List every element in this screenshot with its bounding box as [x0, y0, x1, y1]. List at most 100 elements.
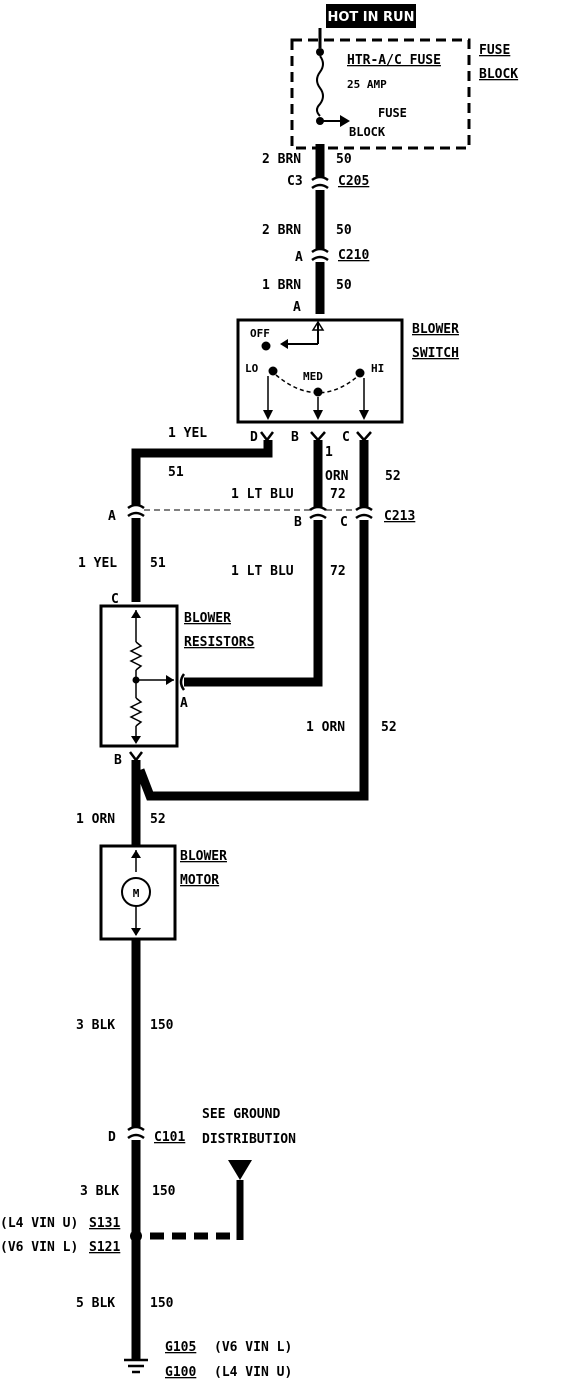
blower-switch-box — [236, 318, 404, 424]
c213-name: C213 — [384, 509, 415, 524]
wire-blk-mid-gauge: 3 BLK — [80, 1184, 119, 1199]
hot-in-run-label: HOT IN RUN — [327, 10, 414, 25]
blower-resistors-label-2: RESISTORS — [184, 635, 255, 650]
resistor-pin-c: C — [111, 592, 119, 607]
resistor-pin-a: A — [180, 696, 188, 711]
fuse-block-outline — [290, 38, 471, 150]
c101-name: C101 — [154, 1130, 185, 1145]
fuse-amp: 25 AMP — [347, 78, 387, 91]
wire-brn-low-gauge: 1 BRN — [262, 278, 301, 293]
switch-wiper-arc — [275, 374, 359, 394]
connector-c210-icon — [311, 247, 329, 262]
s121-name: S121 — [89, 1240, 120, 1255]
wire-yel-51-a — [131, 440, 273, 506]
connector-c101-icon — [127, 1125, 145, 1140]
switch-pin-b: B — [291, 430, 299, 445]
wire-orn-top-circuit: 52 — [385, 469, 401, 484]
wire-yel-top-circuit: 51 — [168, 465, 184, 480]
wire-brn-top-gauge: 2 BRN — [262, 152, 301, 167]
wire-yel-mid-gauge: 1 YEL — [78, 556, 117, 571]
g105-name: G105 — [165, 1340, 196, 1355]
g105-engine: (V6 VIN L) — [214, 1340, 292, 1355]
blower-resistors-box — [99, 604, 179, 748]
c205-pin: C3 — [287, 174, 303, 189]
switch-med-label: MED — [303, 370, 323, 383]
connector-d-icon — [260, 431, 274, 443]
c213-pin-c: C — [340, 515, 348, 530]
fuse-terminal-top — [316, 48, 324, 56]
wire-brn-top-circuit: 50 — [336, 152, 352, 167]
switch-pin-c: C — [342, 430, 350, 445]
fuse-block-label-2: BLOCK — [479, 67, 518, 82]
wire-orn-right-gauge: 1 ORN — [306, 720, 345, 735]
switch-hi-contact — [355, 368, 365, 378]
switch-pin-d: D — [250, 430, 258, 445]
resistor-pin-b: B — [114, 753, 122, 768]
wire-ltblu-72-b — [184, 520, 323, 687]
wire-orn-top-gauge: 1 — [325, 445, 333, 460]
fuse-block-inner-2: BLOCK — [349, 125, 386, 139]
fuse-name: HTR-A/C FUSE — [347, 53, 441, 68]
s131-name: S131 — [89, 1216, 120, 1231]
motor-symbol: M — [133, 887, 140, 900]
wire-ltblu-top-gauge: 1 LT BLU — [231, 487, 294, 502]
fuse-block-arrow-icon — [340, 115, 350, 127]
wire-blk-top-circuit: 150 — [150, 1018, 174, 1033]
fuse-block-inner-1: FUSE — [378, 106, 407, 120]
switch-off-label: OFF — [250, 327, 270, 340]
resistor-lower — [129, 697, 143, 727]
wire-yel-mid-circuit: 51 — [150, 556, 166, 571]
switch-off-contact — [261, 341, 271, 351]
connector-b-icon — [310, 431, 326, 442]
wire-blk-mid-circuit: 150 — [152, 1184, 176, 1199]
blower-switch-label-2: SWITCH — [412, 346, 459, 361]
fuse-block-label-1: FUSE — [479, 43, 510, 58]
wire-blk-bot-circuit: 150 — [150, 1296, 174, 1311]
blower-motor-label-1: BLOWER — [180, 849, 227, 864]
wire-orn-top-color: ORN — [325, 469, 349, 484]
c213-pin-a: A — [108, 509, 116, 524]
wire-blk-top-gauge: 3 BLK — [76, 1018, 115, 1033]
wire-blk-bot-gauge: 5 BLK — [76, 1296, 115, 1311]
splice-s131-s121 — [130, 1230, 142, 1242]
blower-motor-label-2: MOTOR — [180, 873, 219, 888]
connector-c-icon — [356, 431, 372, 442]
c210-name: C210 — [338, 248, 369, 263]
connector-c213-a-icon — [127, 503, 145, 518]
wire-ltblu-top-circuit: 72 — [330, 487, 346, 502]
blower-resistors-label-1: BLOWER — [184, 611, 231, 626]
wire-orn-motor-circuit: 52 — [150, 812, 166, 827]
switch-in-pin: A — [293, 300, 301, 315]
g100-name: G100 — [165, 1365, 196, 1380]
blower-motor-box — [99, 844, 177, 941]
ground-distribution-arrow-icon — [228, 1160, 252, 1180]
s131-engine: (L4 VIN U) — [0, 1216, 78, 1231]
wire-orn-52-b — [135, 520, 369, 801]
connector-c205-icon — [311, 175, 329, 190]
switch-hi-label: HI — [371, 362, 384, 375]
c210-pin: A — [295, 250, 303, 265]
fuse-element — [316, 55, 324, 117]
wire-orn-motor-gauge: 1 ORN — [76, 812, 115, 827]
blower-switch-label-1: BLOWER — [412, 322, 459, 337]
c205-name: C205 — [338, 174, 369, 189]
connector-c213-c-icon — [355, 505, 373, 520]
wire-brn-low-circuit: 50 — [336, 278, 352, 293]
wire-brn-mid-circuit: 50 — [336, 223, 352, 238]
connector-c213-b-icon — [309, 505, 327, 520]
c213-pin-b: B — [294, 515, 302, 530]
switch-lo-label: LO — [245, 362, 259, 375]
wire-orn-right-circuit: 52 — [381, 720, 397, 735]
wire-yel-top-gauge: 1 YEL — [168, 426, 207, 441]
c101-pin: D — [108, 1130, 116, 1145]
switch-med-contact — [313, 387, 323, 397]
resistor-a-terminal — [179, 673, 186, 691]
wire-ltblu-mid-circuit: 72 — [330, 564, 346, 579]
hot-in-run-box — [326, 4, 416, 28]
see-ground-line-1: SEE GROUND — [202, 1107, 280, 1122]
wire-ltblu-mid-gauge: 1 LT BLU — [231, 564, 294, 579]
switch-lo-contact — [268, 366, 278, 376]
s121-engine: (V6 VIN L) — [0, 1240, 78, 1255]
see-ground-line-2: DISTRIBUTION — [202, 1132, 296, 1147]
